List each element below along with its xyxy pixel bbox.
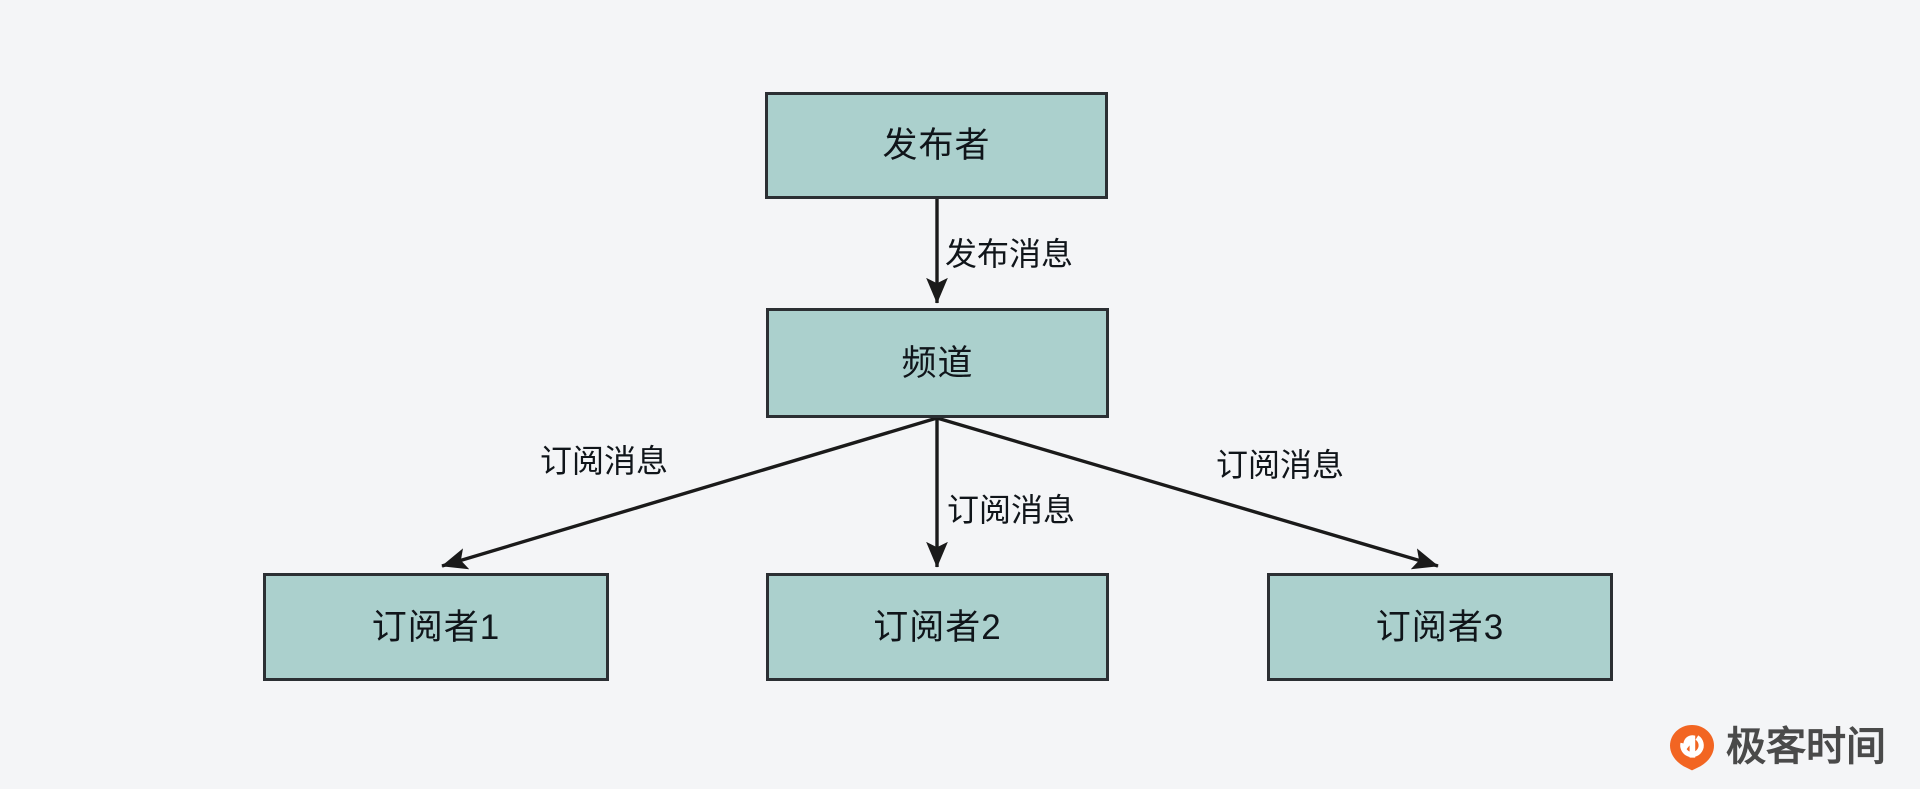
brand-wordmark: 极客时间 [1726,725,1886,769]
edge-label-publish: 发布消息 [945,236,1074,272]
node-channel[interactable]: 频道 [766,308,1109,418]
geektime-circle-icon [1670,725,1714,771]
edge-label-subscribe-1: 订阅消息 [540,443,669,479]
node-subscriber3-label: 订阅者3 [1375,607,1505,647]
node-publisher-label: 发布者 [882,126,991,165]
node-publisher[interactable]: 发布者 [765,92,1108,199]
node-subscriber1[interactable]: 订阅者1 [263,573,609,681]
node-subscriber1-label: 订阅者1 [371,607,501,647]
node-subscriber2-label: 订阅者2 [873,607,1002,647]
edge-channel-to-subscriber3 [936,416,1439,570]
edge-channel-to-subscriber1 [441,416,938,570]
node-channel-label: 频道 [901,343,974,383]
node-subscriber3[interactable]: 订阅者3 [1267,573,1613,681]
node-subscriber2[interactable]: 订阅者2 [766,573,1109,681]
edge-label-subscribe-2: 订阅消息 [947,492,1076,528]
brand-logo: 极客时间 [1668,723,1886,771]
edge-label-subscribe-3: 订阅消息 [1216,447,1345,483]
